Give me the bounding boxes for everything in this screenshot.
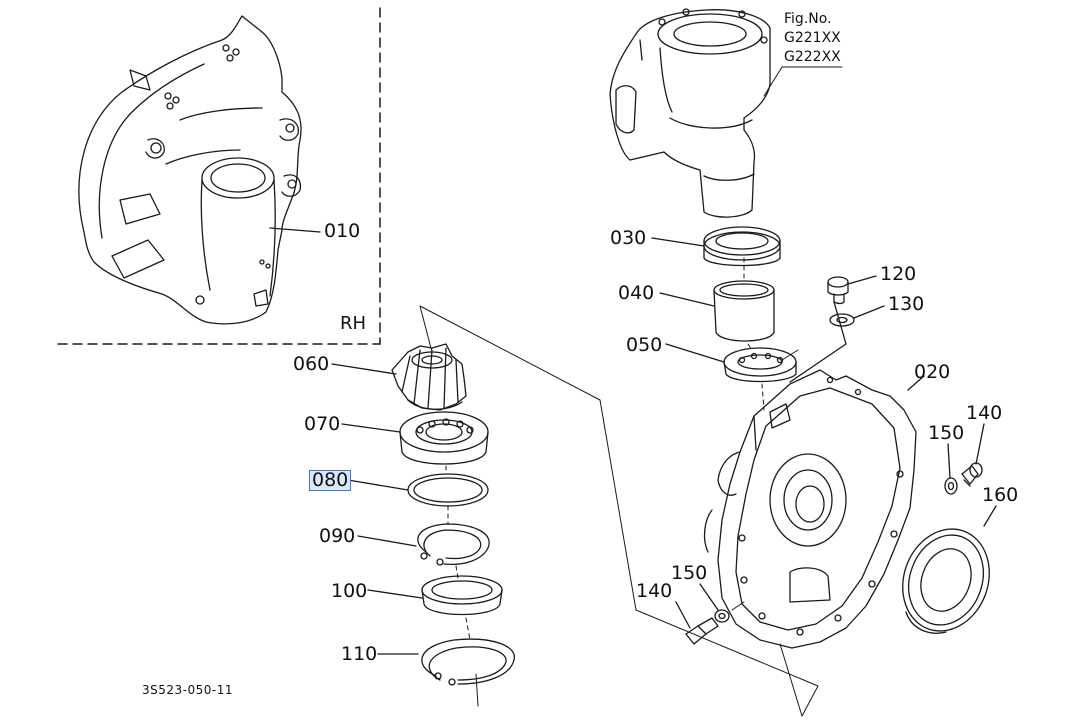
figure-number-1: G221XX [784,30,841,46]
figure-number-title: Fig.No. [784,11,832,27]
callout-040[interactable]: 040 [618,282,655,304]
callout-120[interactable]: 120 [880,263,917,285]
figure-number-2: G222XX [784,49,841,65]
callout-080-selected[interactable]: 080 [309,470,352,491]
snap-ring-110 [421,638,515,686]
bushing-040 [713,280,775,342]
callout-100[interactable]: 100 [331,580,368,602]
collar-100 [421,575,503,616]
callout-130[interactable]: 130 [888,293,925,315]
callout-070[interactable]: 070 [304,413,341,435]
callout-060[interactable]: 060 [293,353,330,375]
bearing-050 [723,347,797,383]
variant-label: RH [340,313,367,334]
callout-050[interactable]: 050 [626,334,663,356]
seal-030 [703,226,781,267]
callout-150-left[interactable]: 150 [671,562,708,584]
seal-160 [902,528,990,634]
washer-150-right [944,477,958,495]
snap-ring-090 [417,523,490,566]
washer-150-left [714,609,730,623]
housing-rh-010 [78,15,302,325]
callout-010[interactable]: 010 [324,220,361,242]
callout-030[interactable]: 030 [610,227,647,249]
rh-inset-frame [57,7,381,345]
shim-ring-080 [407,473,489,507]
bevel-gear-060 [391,343,467,411]
swivel-housing [609,8,771,218]
case-020 [703,369,917,649]
bolt-140-left [685,617,719,645]
washer-130 [829,313,855,327]
callout-140-left[interactable]: 140 [636,580,673,602]
callout-140-right[interactable]: 140 [966,402,1003,424]
figure-number-block: Fig.No. G221XX G222XX [784,10,841,67]
callout-150-right[interactable]: 150 [928,422,965,444]
drawing-code: 3S523-050-11 [142,683,233,697]
bolt-120 [827,276,849,305]
callout-090[interactable]: 090 [319,525,356,547]
callout-110[interactable]: 110 [341,643,378,665]
bearing-070 [399,411,489,465]
plug-140-right [961,462,983,487]
callout-160[interactable]: 160 [982,484,1019,506]
callout-020[interactable]: 020 [914,361,951,383]
